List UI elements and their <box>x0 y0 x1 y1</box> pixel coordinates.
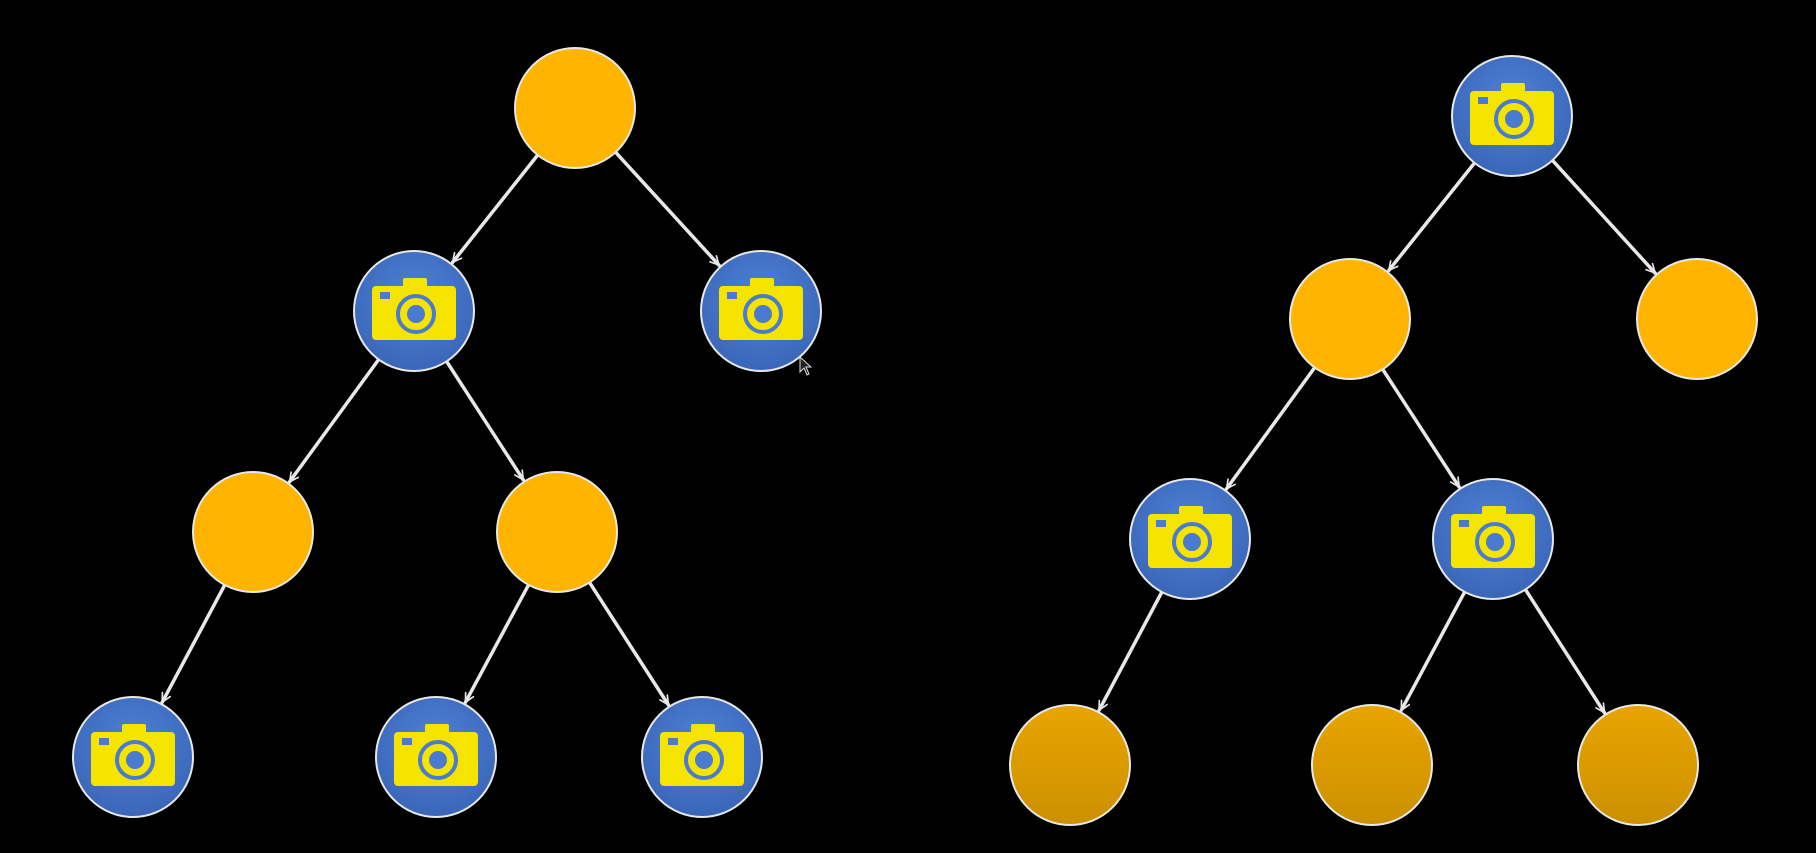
edge-arrow <box>1386 161 1477 273</box>
plain-node <box>496 471 618 593</box>
edge-arrow <box>1550 158 1657 275</box>
edge-arrow <box>1224 365 1317 491</box>
edge-arrow <box>587 580 671 707</box>
camera-icon <box>372 278 456 340</box>
edge-arrow <box>444 359 526 482</box>
camera-icon <box>660 724 744 786</box>
camera-node <box>72 696 194 818</box>
camera-node <box>641 696 763 818</box>
camera-node <box>1432 478 1554 600</box>
camera-icon <box>1451 506 1535 568</box>
edge-arrow <box>1523 587 1607 715</box>
camera-node <box>353 250 475 372</box>
plain-node <box>1009 704 1131 826</box>
nodes-layer <box>72 47 1758 826</box>
edge-arrow <box>613 150 721 268</box>
camera-icon <box>1148 506 1232 568</box>
edge-arrow <box>463 583 531 705</box>
edge-arrow <box>1380 367 1461 489</box>
plain-node <box>1577 704 1699 826</box>
edge-arrow <box>450 153 540 265</box>
camera-node <box>700 250 822 372</box>
camera-icon <box>91 724 175 786</box>
plain-node <box>1311 704 1433 826</box>
plain-node <box>1289 258 1411 380</box>
edge-arrow <box>160 583 227 705</box>
edge-arrow <box>1399 590 1467 713</box>
plain-node <box>514 47 636 169</box>
camera-node <box>1129 478 1251 600</box>
camera-node <box>1451 55 1573 177</box>
camera-node <box>375 696 497 818</box>
camera-icon <box>1470 83 1554 145</box>
plain-node <box>192 471 314 593</box>
edge-arrow <box>1097 590 1164 712</box>
edge-arrow <box>287 357 381 484</box>
edges-layer <box>160 150 1657 715</box>
plain-node <box>1636 258 1758 380</box>
camera-icon <box>394 724 478 786</box>
camera-icon <box>719 278 803 340</box>
mouse-pointer-icon <box>799 356 813 376</box>
